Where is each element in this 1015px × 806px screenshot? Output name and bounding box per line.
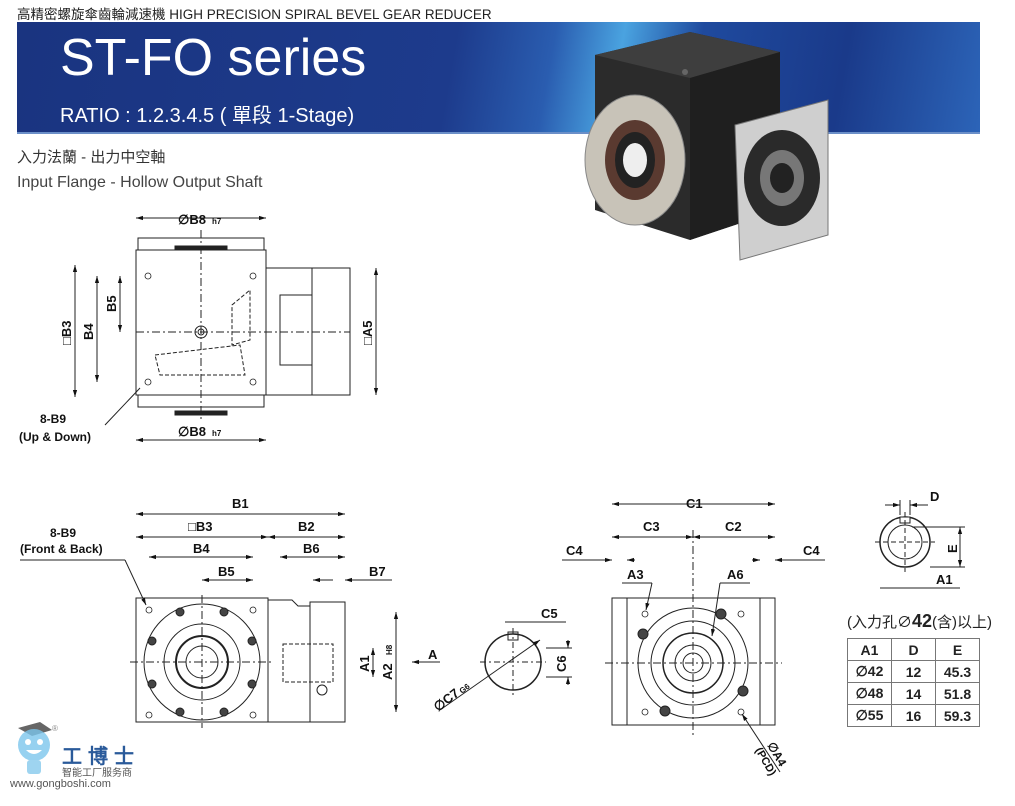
dim-c3: C3 xyxy=(643,519,660,534)
cell-e: 45.3 xyxy=(935,660,980,683)
table-row: ∅55 16 59.3 xyxy=(847,704,980,727)
cell-a1: ∅42 xyxy=(847,660,892,683)
dim-b3-side: □B3 xyxy=(188,519,212,534)
watermark-url: www.gongboshi.com xyxy=(10,778,111,790)
cell-a1: ∅48 xyxy=(847,682,892,705)
dim-c4-left: C4 xyxy=(566,543,583,558)
cell-d: 12 xyxy=(891,660,936,683)
keyway-detail-drawing xyxy=(875,500,965,589)
dim-c2: C2 xyxy=(725,519,742,534)
dim-b5: B5 xyxy=(104,295,119,312)
cell-a1: ∅55 xyxy=(847,704,892,727)
cell-d: 14 xyxy=(891,682,936,705)
dim-b8-bottom: ∅B8 xyxy=(178,424,206,439)
dim-b8-bottom-sub: h7 xyxy=(212,429,222,438)
dim-c7: ∅C7 xyxy=(431,685,462,714)
dim-b4-side: B4 xyxy=(193,541,210,556)
top-view-drawing xyxy=(72,215,379,443)
dim-d: D xyxy=(930,489,939,504)
dim-b1: B1 xyxy=(232,496,249,511)
dim-a1-keyway: A1 xyxy=(936,572,953,587)
side-view-drawing xyxy=(20,511,440,728)
ratio-text: RATIO : 1.2.3.4.5 ( 單段 1-Stage) xyxy=(60,105,355,127)
dim-c4-right: C4 xyxy=(803,543,820,558)
cell-d: 16 xyxy=(891,704,936,727)
dim-b5-side: B5 xyxy=(218,564,235,579)
spec-table-caption: (入力孔∅42(含)以上) xyxy=(847,611,992,632)
dim-c7-sub: G6 xyxy=(458,682,472,696)
dim-a2-sub: H8 xyxy=(385,644,394,655)
series-title: ST-FO series xyxy=(60,29,367,87)
b9-label-side: 8-B9 xyxy=(50,526,76,540)
b9-label-top: 8-B9 xyxy=(40,412,66,426)
caption-prefix: (入力孔∅ xyxy=(847,614,912,631)
dim-b2: B2 xyxy=(298,519,315,534)
header-top-line: 高精密螺旋傘齒輪減速機 HIGH PRECISION SPIRAL BEVEL … xyxy=(17,7,492,22)
dim-c1: C1 xyxy=(686,496,703,511)
dim-b6: B6 xyxy=(303,541,320,556)
dim-e: E xyxy=(945,544,960,553)
dim-b7: B7 xyxy=(369,564,386,579)
shaft-section-drawing xyxy=(439,621,572,711)
dim-a6: A6 xyxy=(727,567,744,582)
subtitle-zh: 入力法蘭 - 出力中空軸 xyxy=(17,149,166,166)
dim-a5: □A5 xyxy=(360,321,375,345)
b9-note-top: (Up & Down) xyxy=(19,430,91,444)
caption-number: 42 xyxy=(912,611,933,631)
watermark-tagline: 智能工厂服务商 xyxy=(62,768,132,779)
dim-b8-top-sub: h7 xyxy=(212,217,222,226)
table-row: ∅42 12 45.3 xyxy=(847,660,980,683)
table-header-row: A1 D E xyxy=(847,638,980,661)
watermark-logo xyxy=(18,722,52,774)
dim-b4: B4 xyxy=(81,323,96,340)
spec-table: A1 D E ∅42 12 45.3 ∅48 14 51.8 ∅55 16 59… xyxy=(847,638,980,727)
dim-c5: C5 xyxy=(541,606,558,621)
header-e: E xyxy=(935,638,980,661)
dim-b8-top: ∅B8 xyxy=(178,212,206,227)
front-view-drawing xyxy=(562,501,825,773)
cell-e: 59.3 xyxy=(935,704,980,727)
header-d: D xyxy=(891,638,936,661)
b9-note-side: (Front & Back) xyxy=(20,542,103,556)
dim-a3: A3 xyxy=(627,567,644,582)
dim-b3: □B3 xyxy=(59,321,74,345)
table-row: ∅48 14 51.8 xyxy=(847,682,980,705)
subtitle-en: Input Flange - Hollow Output Shaft xyxy=(17,174,263,191)
product-image xyxy=(584,32,829,261)
view-arrow-a: A xyxy=(428,647,438,662)
registered-mark: ® xyxy=(52,724,58,733)
cell-e: 51.8 xyxy=(935,682,980,705)
header-a1: A1 xyxy=(847,638,892,661)
dim-a1-side: A1 xyxy=(357,655,372,672)
dim-c6: C6 xyxy=(554,655,569,672)
watermark-brand: 工博士 xyxy=(62,744,140,768)
dim-a2: A2 xyxy=(380,663,395,680)
caption-suffix: (含)以上) xyxy=(932,614,993,631)
